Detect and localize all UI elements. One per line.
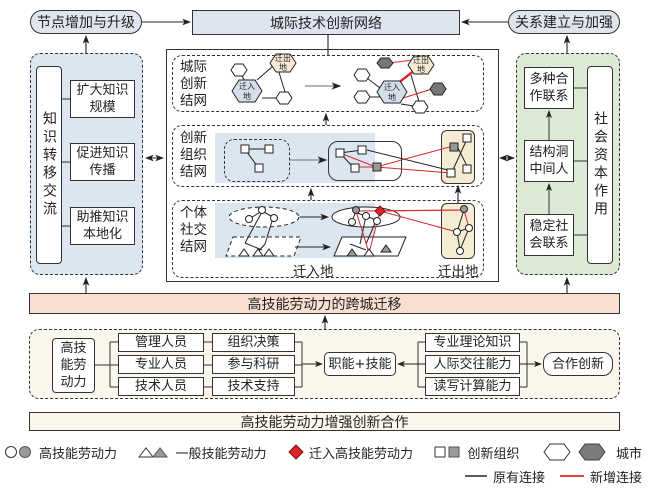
- node-upgrade-pill: 节点增加与升级: [30, 10, 142, 34]
- knowledge-transfer-column: 知识转移交流: [36, 66, 62, 264]
- red-diamond-icon: [288, 444, 304, 460]
- high-skill-labor-label: 高技能劳动力: [60, 341, 87, 390]
- func-decision-label: 组织决策: [227, 335, 280, 350]
- intercity-network-label: 城际创新结网: [180, 59, 207, 109]
- social-network-row: [172, 200, 484, 278]
- skill-literacy-label: 读写计算能力: [433, 379, 512, 394]
- knowledge-item-2: 促进知识传播: [70, 143, 135, 181]
- func-support-label: 技术支持: [227, 379, 280, 394]
- role-technician: 技术人员: [118, 377, 204, 396]
- legend-label-city: 城市: [615, 446, 642, 462]
- knowledge-item-1-label: 扩大知识规模: [76, 83, 129, 115]
- social-network-inflow-area: [215, 203, 375, 258]
- org-network-label: 创新组织结网: [180, 130, 207, 180]
- migration-band-label: 高技能劳动力的跨城迁移: [247, 296, 402, 313]
- origin-city-label: 迁出地: [438, 264, 479, 280]
- func-decision: 组织决策: [212, 333, 295, 352]
- social-network-label: 个体社交结网: [180, 205, 207, 255]
- skill-interpersonal: 人际交往能力: [425, 355, 520, 374]
- role-manager: 管理人员: [118, 333, 204, 352]
- func-support: 技术支持: [212, 377, 295, 396]
- knowledge-item-2-label: 促进知识传播: [76, 146, 129, 178]
- square-icons: [434, 446, 460, 458]
- bottom-band-label: 高技能劳动力增强创新合作: [240, 414, 409, 431]
- knowledge-item-3: 助推知识本地化: [70, 207, 135, 245]
- org-network-row: [172, 125, 484, 187]
- legend-label-migrant: 迁入高技能劳动力: [308, 446, 413, 462]
- role-technician-label: 技术人员: [134, 379, 187, 394]
- diagram-title-label: 城际技术创新网络: [270, 15, 382, 32]
- legend-item-org: 创新组织: [434, 443, 519, 462]
- knowledge-item-1: 扩大知识规模: [70, 80, 135, 118]
- legend-item-general-skill: 一般技能劳动力: [138, 443, 267, 462]
- black-line-icon: [464, 475, 487, 477]
- hexagon-icons: [543, 443, 606, 461]
- legend-row-2: 原有连接 新增连接: [360, 466, 642, 486]
- relation-build-pill: 关系建立与加强: [508, 10, 620, 34]
- legend-label-old-link: 原有连接: [492, 470, 545, 486]
- red-line-icon: [559, 475, 584, 477]
- function-skill-box: 职能+技能: [324, 352, 396, 376]
- org-cluster-origin: [441, 130, 475, 184]
- skill-interpersonal-label: 人际交往能力: [433, 357, 512, 372]
- capital-item-2: 结构洞中间人: [524, 140, 574, 182]
- legend-item-old-link: 原有连接: [464, 467, 545, 486]
- node-upgrade-label: 节点增加与升级: [37, 15, 135, 31]
- role-professional-label: 专业人员: [134, 357, 187, 372]
- org-cluster-before: [224, 139, 290, 182]
- high-skill-labor-box: 高技能劳动力: [52, 338, 95, 393]
- legend-label-high-skill: 高技能劳动力: [39, 446, 118, 462]
- function-skill-label: 职能+技能: [328, 356, 392, 372]
- destination-city-label: 迁入地: [293, 264, 334, 280]
- legend-item-migrant: 迁入高技能劳动力: [288, 443, 413, 462]
- diagram-title: 城际技术创新网络: [192, 10, 460, 35]
- social-origin-area: [441, 203, 475, 259]
- legend-label-org: 创新组织: [467, 446, 520, 462]
- migration-band: 高技能劳动力的跨城迁移: [29, 293, 620, 314]
- legend-row-1: 高技能劳动力 一般技能劳动力 迁入高技能劳动力 创新组织 城市: [4, 441, 650, 463]
- skill-theory-label: 专业理论知识: [433, 335, 512, 350]
- social-capital-label: 社会资本作用: [592, 111, 608, 219]
- func-research-label: 参与科研: [227, 357, 280, 372]
- capital-item-1-label: 多种合作联系: [529, 72, 569, 104]
- triangle-icons: [138, 447, 169, 458]
- legend-item-new-link: 新增连接: [559, 467, 642, 486]
- knowledge-transfer-label: 知识转移交流: [41, 111, 57, 219]
- relation-build-label: 关系建立与加强: [515, 15, 613, 31]
- social-capital-column: 社会资本作用: [587, 66, 613, 264]
- circle-icons: [5, 446, 31, 458]
- capital-item-2-label: 结构洞中间人: [529, 145, 569, 177]
- legend-label-general-skill: 一般技能劳动力: [175, 446, 267, 462]
- legend-item-city: 城市: [541, 443, 642, 462]
- capital-item-3-label: 稳定社会联系: [529, 219, 569, 251]
- skill-theory: 专业理论知识: [425, 333, 520, 352]
- bottom-band: 高技能劳动力增强创新合作: [29, 412, 620, 431]
- cooperation-innovation-label: 合作创新: [551, 356, 604, 372]
- role-manager-label: 管理人员: [134, 335, 187, 350]
- skill-literacy: 读写计算能力: [425, 377, 520, 396]
- capital-item-3: 稳定社会联系: [524, 214, 574, 256]
- legend-label-new-link: 新增连接: [589, 470, 642, 486]
- role-professional: 专业人员: [118, 355, 204, 374]
- cooperation-innovation-box: 合作创新: [543, 352, 613, 376]
- func-research: 参与科研: [212, 355, 295, 374]
- capital-item-1: 多种合作联系: [524, 67, 574, 109]
- legend-item-high-skill: 高技能劳动力: [4, 443, 117, 462]
- knowledge-item-3-label: 助推知识本地化: [76, 210, 129, 242]
- org-cluster-after: [328, 141, 402, 181]
- intercity-network-row: [172, 55, 484, 112]
